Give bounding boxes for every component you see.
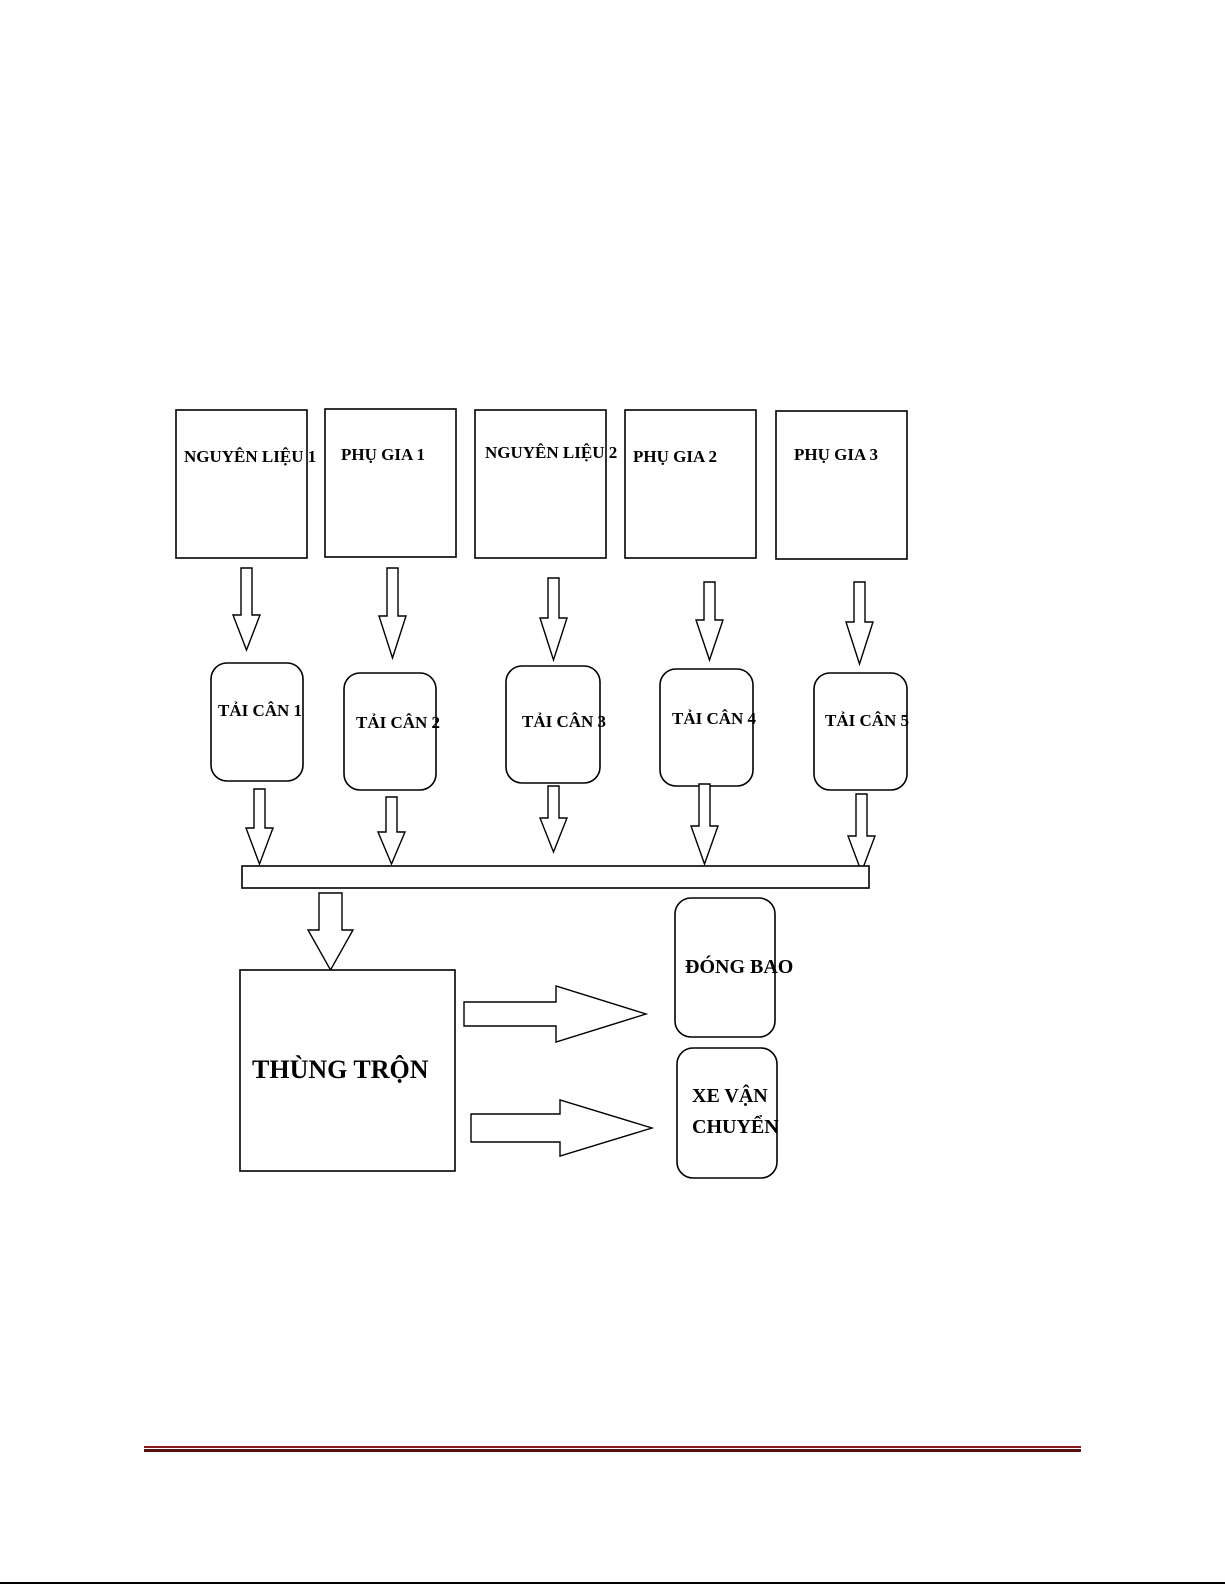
- source-label-phu-gia-1: PHỤ GIA 1: [341, 445, 425, 464]
- source-label-nguyen-lieu-2: NGUYÊN LIỆU 2: [485, 443, 617, 462]
- down-arrow-3: [540, 578, 567, 660]
- output-label-dong-bao: ĐÓNG BAO: [685, 954, 793, 978]
- down-arrow-5: [846, 582, 873, 664]
- source-box-nguyen-lieu-1: [176, 410, 307, 558]
- down-arrow-1: [233, 568, 260, 650]
- scale-label-tai-can-3: TẢI CÂN 3: [522, 712, 606, 731]
- source-box-phu-gia-2: [625, 410, 756, 558]
- source-label-nguyen-lieu-1: NGUYÊN LIỆU 1: [184, 447, 316, 466]
- scale-label-tai-can-4: TẢI CÂN 4: [672, 709, 757, 728]
- conveyor-bar: [242, 866, 869, 888]
- scale-boxes: TẢI CÂN 1 TẢI CÂN 2 TẢI CÂN 3 TẢI CÂN 4 …: [211, 663, 909, 790]
- down-arrow-4: [696, 582, 723, 660]
- right-arrow-to-xe-van-chuyen: [471, 1100, 652, 1156]
- scale-label-tai-can-5: TẢI CÂN 5: [825, 711, 909, 730]
- down-arrow-2: [379, 568, 406, 658]
- mixer-label: THÙNG TRỘN: [252, 1055, 429, 1084]
- scale-label-tai-can-2: TẢI CÂN 2: [356, 713, 440, 732]
- source-boxes: NGUYÊN LIỆU 1 PHỤ GIA 1 NGUYÊN LIỆU 2 PH…: [176, 409, 907, 559]
- output-box-xe-van-chuyen: [677, 1048, 777, 1178]
- source-label-phu-gia-2: PHỤ GIA 2: [633, 447, 717, 466]
- scale-to-conveyor-arrows: [246, 784, 875, 872]
- right-arrow-to-dong-bao: [464, 986, 646, 1042]
- source-box-nguyen-lieu-2: [475, 410, 606, 558]
- output-label-xe-van-chuyen-line-1: XE VẬN: [692, 1084, 768, 1107]
- footer-divider: [144, 1446, 1081, 1452]
- scale-box-tai-can-5: [814, 673, 907, 790]
- output-label-xe-van-chuyen-line-2: CHUYỂN: [692, 1114, 779, 1138]
- page-bottom-edge: [0, 1582, 1225, 1584]
- down-arrow-7: [378, 797, 405, 864]
- source-to-scale-arrows: [233, 568, 873, 664]
- scale-label-tai-can-1: TẢI CÂN 1: [218, 701, 302, 720]
- scale-box-tai-can-1: [211, 663, 303, 781]
- down-arrow-6: [246, 789, 273, 864]
- source-box-phu-gia-3: [776, 411, 907, 559]
- down-arrow-8: [540, 786, 567, 852]
- source-box-phu-gia-1: [325, 409, 456, 557]
- source-label-phu-gia-3: PHỤ GIA 3: [794, 445, 878, 464]
- down-arrow-9: [691, 784, 718, 864]
- down-arrow-10: [848, 794, 875, 872]
- conveyor-to-mixer-arrow: [308, 893, 353, 970]
